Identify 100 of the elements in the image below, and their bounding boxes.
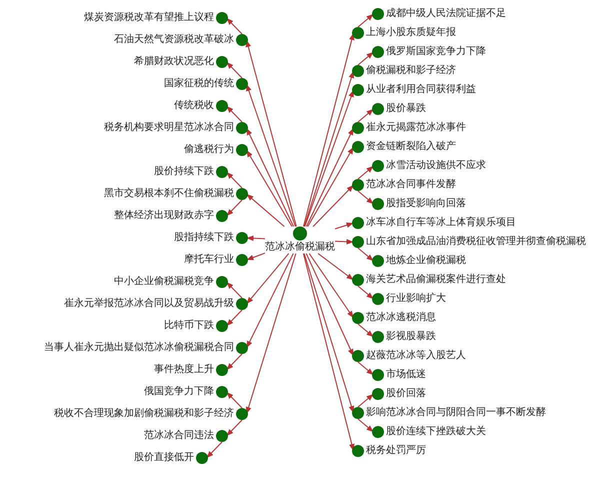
node-label: 山东省加强成品油消费税征收管理并彻查偷税漏税	[366, 236, 586, 248]
node-label: 整体经济出现财政赤字	[114, 210, 214, 222]
arrow	[246, 128, 294, 227]
arrow	[358, 14, 374, 28]
node-label: 范冰冰偷税漏税	[265, 242, 335, 254]
arrow	[226, 310, 242, 326]
node-label: 传统税收	[174, 100, 214, 112]
node-label: 上海小股东质疑年报	[366, 27, 456, 39]
node-label: 海关艺术品偷漏税案件进行查处	[366, 274, 506, 286]
node-label: 成都中级人民法院证据不足	[386, 8, 506, 20]
node-label: 黑市交易根本刹不住偷税漏税	[104, 188, 234, 200]
arrow	[246, 253, 294, 348]
arrow	[226, 354, 242, 370]
node-label: 影视股暴跌	[386, 331, 436, 343]
arrow	[226, 18, 242, 34]
arrow	[334, 222, 354, 230]
node-label: 股指受影响向回落	[386, 198, 466, 210]
node-label: 股价连续下挫跌破大关	[386, 426, 486, 438]
arrow	[307, 146, 354, 227]
arrow	[304, 253, 354, 414]
arrow	[246, 194, 285, 227]
arrow	[308, 253, 354, 318]
arrow	[246, 253, 290, 304]
node-label: 国家征税的传统	[164, 78, 234, 90]
arrow	[302, 253, 354, 452]
arrow	[358, 166, 374, 180]
node-label: 资金链断裂陷入破产	[366, 141, 456, 153]
node-label: 影响范冰冰合同与阴阳合同一事不断发酵	[366, 407, 546, 419]
node-label: 俄罗斯国家竞争力下降	[386, 46, 486, 58]
arrow	[246, 253, 296, 414]
arrow	[226, 106, 242, 122]
arrow	[318, 253, 354, 280]
node-label: 行业影响扩大	[386, 293, 446, 305]
arrow	[358, 52, 374, 66]
graph-node	[372, 293, 446, 305]
arrow	[226, 200, 242, 216]
node-label: 煤炭资源税改革有望推上议程	[84, 12, 214, 24]
node-label: 崔永元举报范冰冰合同以及贸易战升级	[64, 298, 234, 310]
graph-node	[372, 331, 436, 343]
arrow	[358, 248, 374, 262]
arrow	[358, 394, 374, 408]
node-label: 股价回落	[386, 388, 426, 400]
graph-node	[184, 254, 248, 266]
graph-node	[144, 386, 228, 398]
node-label: 股指持续下跌	[174, 232, 234, 244]
node-label: 税务机构要求明星范冰冰合同	[104, 122, 234, 134]
node-label: 税务处罚严厉	[366, 445, 426, 457]
arrow	[246, 235, 266, 242]
graph-node	[174, 232, 248, 244]
node-label: 崔永元揭露范冰冰事件	[366, 122, 466, 134]
arrow	[226, 282, 242, 298]
graph-node	[154, 166, 228, 178]
graph-node	[184, 144, 248, 156]
graph-node	[372, 103, 426, 115]
arrow	[306, 128, 354, 227]
node-label: 冰车冰自行车等冰上体育娱乐项目	[366, 217, 516, 229]
arrow	[358, 108, 374, 122]
node-label: 冰雪活动设施供不应求	[386, 160, 486, 172]
arrow	[226, 392, 242, 408]
graph-node	[154, 364, 228, 376]
arrow	[246, 252, 266, 260]
arrow	[226, 420, 242, 436]
node-label: 税收不合理现象加剧偷税漏税和影子经济	[54, 408, 234, 420]
node-label: 股价直接低开	[134, 452, 194, 464]
arrow	[226, 62, 242, 78]
arrow	[358, 190, 374, 204]
arrow	[303, 32, 354, 227]
node-label: 从业者利用合同获得利益	[366, 84, 476, 96]
node-label: 事件热度上升	[154, 364, 214, 376]
node-label: 地炼企业偷税漏税	[386, 255, 466, 267]
node-label: 范冰冰逃税消息	[366, 312, 436, 324]
graph-node	[174, 100, 228, 112]
arrow	[306, 253, 354, 356]
node-label: 股价持续下跌	[154, 166, 214, 178]
arrow	[358, 286, 374, 300]
arrow	[246, 150, 292, 227]
arrow	[246, 40, 297, 227]
graph-node	[265, 226, 335, 254]
node-label: 摩托车行业	[184, 254, 234, 266]
arrow	[226, 172, 242, 188]
graph-node	[352, 312, 436, 324]
node-label: 中小企业偷税漏税竞争	[114, 276, 214, 288]
graph-node	[372, 369, 426, 381]
node-label: 俄国竞争力下降	[144, 386, 214, 398]
node-label: 石油天然气资源税改革破冰	[114, 34, 234, 46]
arrow	[358, 418, 374, 432]
arrow	[246, 84, 296, 227]
graph-node	[352, 445, 426, 457]
graph-node	[134, 452, 208, 464]
node-label: 偷逃税行为	[184, 144, 234, 156]
node-label: 范冰冰合同违法	[144, 430, 214, 442]
graph-node	[372, 388, 426, 400]
node-label: 偷税漏税和影子经济	[366, 65, 456, 77]
arrow	[206, 442, 222, 458]
arrow	[334, 238, 354, 245]
node-label: 希腊财政状况恶化	[134, 56, 214, 68]
graph-node	[164, 320, 228, 332]
arrow	[358, 324, 374, 338]
arrow	[312, 184, 354, 227]
graph-node	[144, 430, 228, 442]
